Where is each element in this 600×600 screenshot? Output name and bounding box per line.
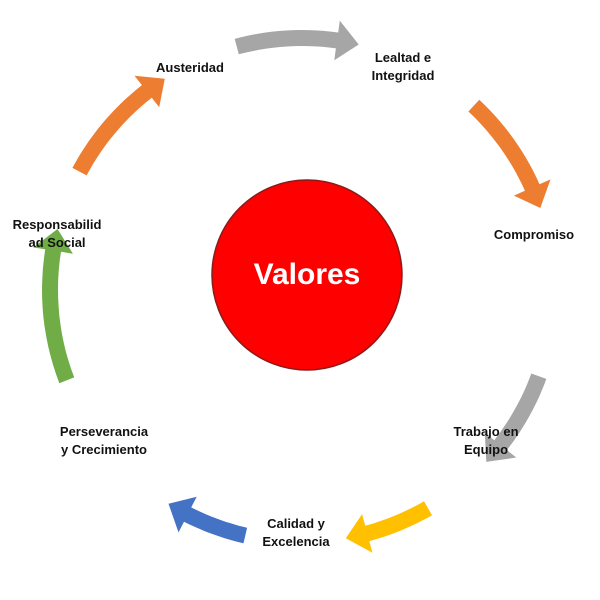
value-perseverancia-label: Perseverancia y Crecimiento <box>59 424 149 457</box>
arrow-calidad-to-perseverancia <box>168 496 248 544</box>
center-label: Valores <box>253 258 361 291</box>
arrows-layer <box>33 20 551 553</box>
value-lealtad-label: Lealtad e Integridad <box>371 50 435 83</box>
arrow-lealtad-to-compromiso <box>468 99 551 208</box>
arrow-responsabilidad-to-austeridad <box>72 75 165 176</box>
value-austeridad-label: Austeridad <box>156 60 224 75</box>
value-responsabilidad-label: Responsabilid ad Social <box>12 217 102 250</box>
arrow-trabajo-to-calidad <box>345 501 432 553</box>
value-trabajo-label: Trabajo en Equipo <box>453 424 519 457</box>
arrow-compromiso-to-trabajo <box>484 373 547 462</box>
center-circle <box>211 179 403 371</box>
value-compromiso-label: Compromiso <box>493 227 575 242</box>
arrow-austeridad-to-lealtad <box>234 20 359 61</box>
arrow-perseverancia-to-responsabilidad <box>33 229 75 384</box>
value-calidad-label: Calidad y Excelencia <box>262 516 330 549</box>
